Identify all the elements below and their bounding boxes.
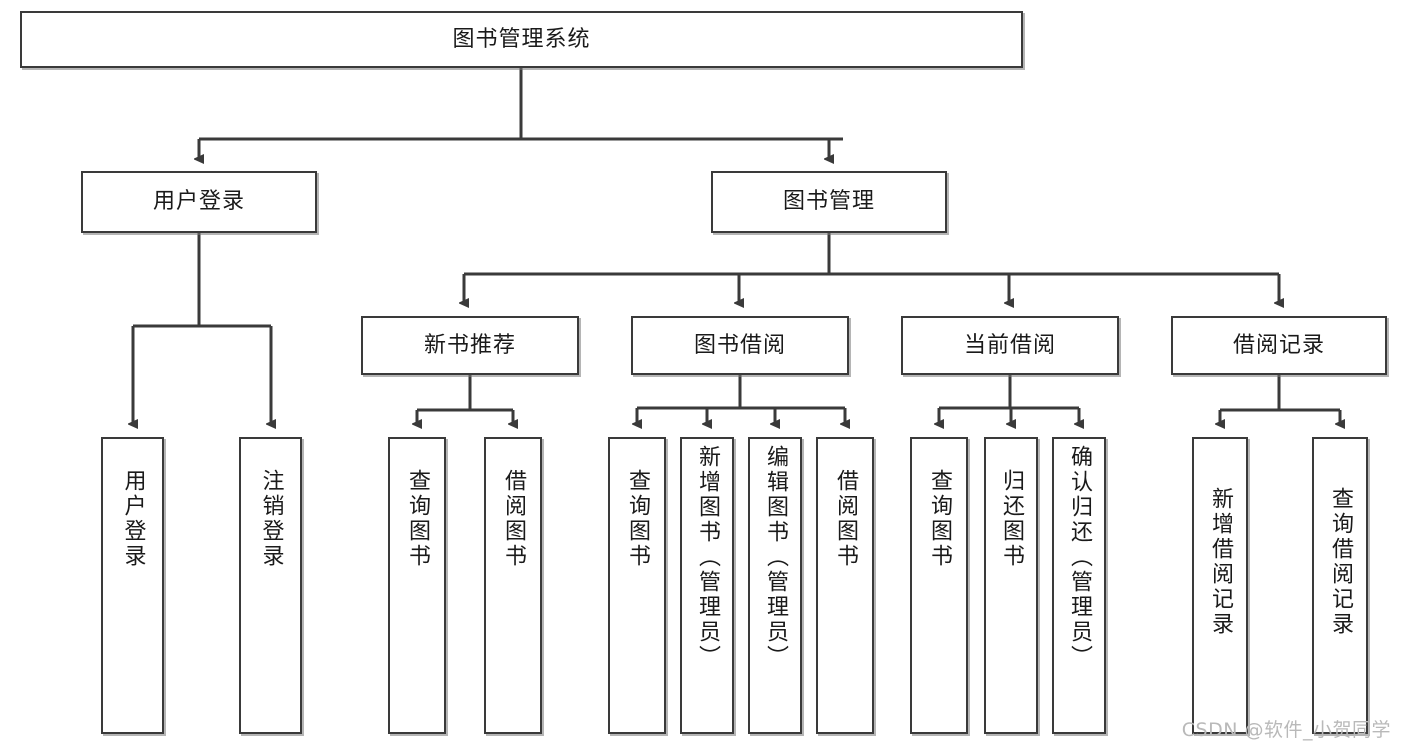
node-leaf-edit-book-admin[interactable]: 编辑图书（管理员） bbox=[748, 437, 802, 734]
node-label: 图书借阅 bbox=[693, 332, 786, 358]
node-label: 借阅图书 bbox=[833, 469, 858, 569]
node-leaf-query-book-recommend[interactable]: 查询图书 bbox=[388, 437, 446, 734]
node-new-book-recommend[interactable]: 新书推荐 bbox=[361, 316, 579, 375]
node-label: 当前借阅 bbox=[963, 332, 1056, 358]
node-current-borrow[interactable]: 当前借阅 bbox=[901, 316, 1119, 375]
node-leaf-borrow-book[interactable]: 借阅图书 bbox=[816, 437, 874, 734]
node-root-system[interactable]: 图书管理系统 bbox=[20, 11, 1023, 68]
csdn-watermark: CSDN @软件_小贺同学 bbox=[1181, 719, 1391, 741]
node-label: 新书推荐 bbox=[423, 332, 516, 358]
node-label: 图书管理 bbox=[782, 189, 875, 215]
node-borrow-record[interactable]: 借阅记录 bbox=[1171, 316, 1387, 375]
node-leaf-user-logout[interactable]: 注销登录 bbox=[239, 437, 302, 734]
node-label: 借阅记录 bbox=[1232, 332, 1325, 358]
node-label: 查询图书 bbox=[405, 469, 430, 569]
node-label: 用户登录 bbox=[152, 189, 245, 215]
node-label: 图书管理系统 bbox=[452, 26, 591, 52]
node-leaf-query-book-borrow[interactable]: 查询图书 bbox=[608, 437, 666, 734]
node-label: 新增借阅记录 bbox=[1208, 487, 1233, 637]
node-leaf-query-book-current[interactable]: 查询图书 bbox=[910, 437, 968, 734]
node-label: 编辑图书（管理员） bbox=[763, 445, 788, 670]
node-label: 归还图书 bbox=[999, 469, 1024, 569]
node-leaf-query-borrow-record[interactable]: 查询借阅记录 bbox=[1312, 437, 1368, 734]
node-label: 查询图书 bbox=[625, 469, 650, 569]
node-label: 查询图书 bbox=[927, 469, 952, 569]
node-leaf-return-book[interactable]: 归还图书 bbox=[984, 437, 1038, 734]
node-book-borrow[interactable]: 图书借阅 bbox=[631, 316, 849, 375]
node-leaf-borrow-book-recommend[interactable]: 借阅图书 bbox=[484, 437, 542, 734]
node-label: 注销登录 bbox=[258, 469, 284, 569]
node-leaf-user-login[interactable]: 用户登录 bbox=[101, 437, 164, 734]
node-label: 用户登录 bbox=[120, 469, 146, 569]
node-leaf-add-book-admin[interactable]: 新增图书（管理员） bbox=[680, 437, 734, 734]
node-leaf-add-borrow-record[interactable]: 新增借阅记录 bbox=[1192, 437, 1248, 734]
node-user-login[interactable]: 用户登录 bbox=[81, 171, 317, 233]
node-label: 确认归还（管理员） bbox=[1067, 445, 1092, 670]
node-label: 新增图书（管理员） bbox=[695, 445, 720, 670]
node-leaf-confirm-return-admin[interactable]: 确认归还（管理员） bbox=[1052, 437, 1106, 734]
node-book-management[interactable]: 图书管理 bbox=[711, 171, 947, 233]
node-label: 借阅图书 bbox=[501, 469, 526, 569]
node-label: 查询借阅记录 bbox=[1328, 487, 1353, 637]
